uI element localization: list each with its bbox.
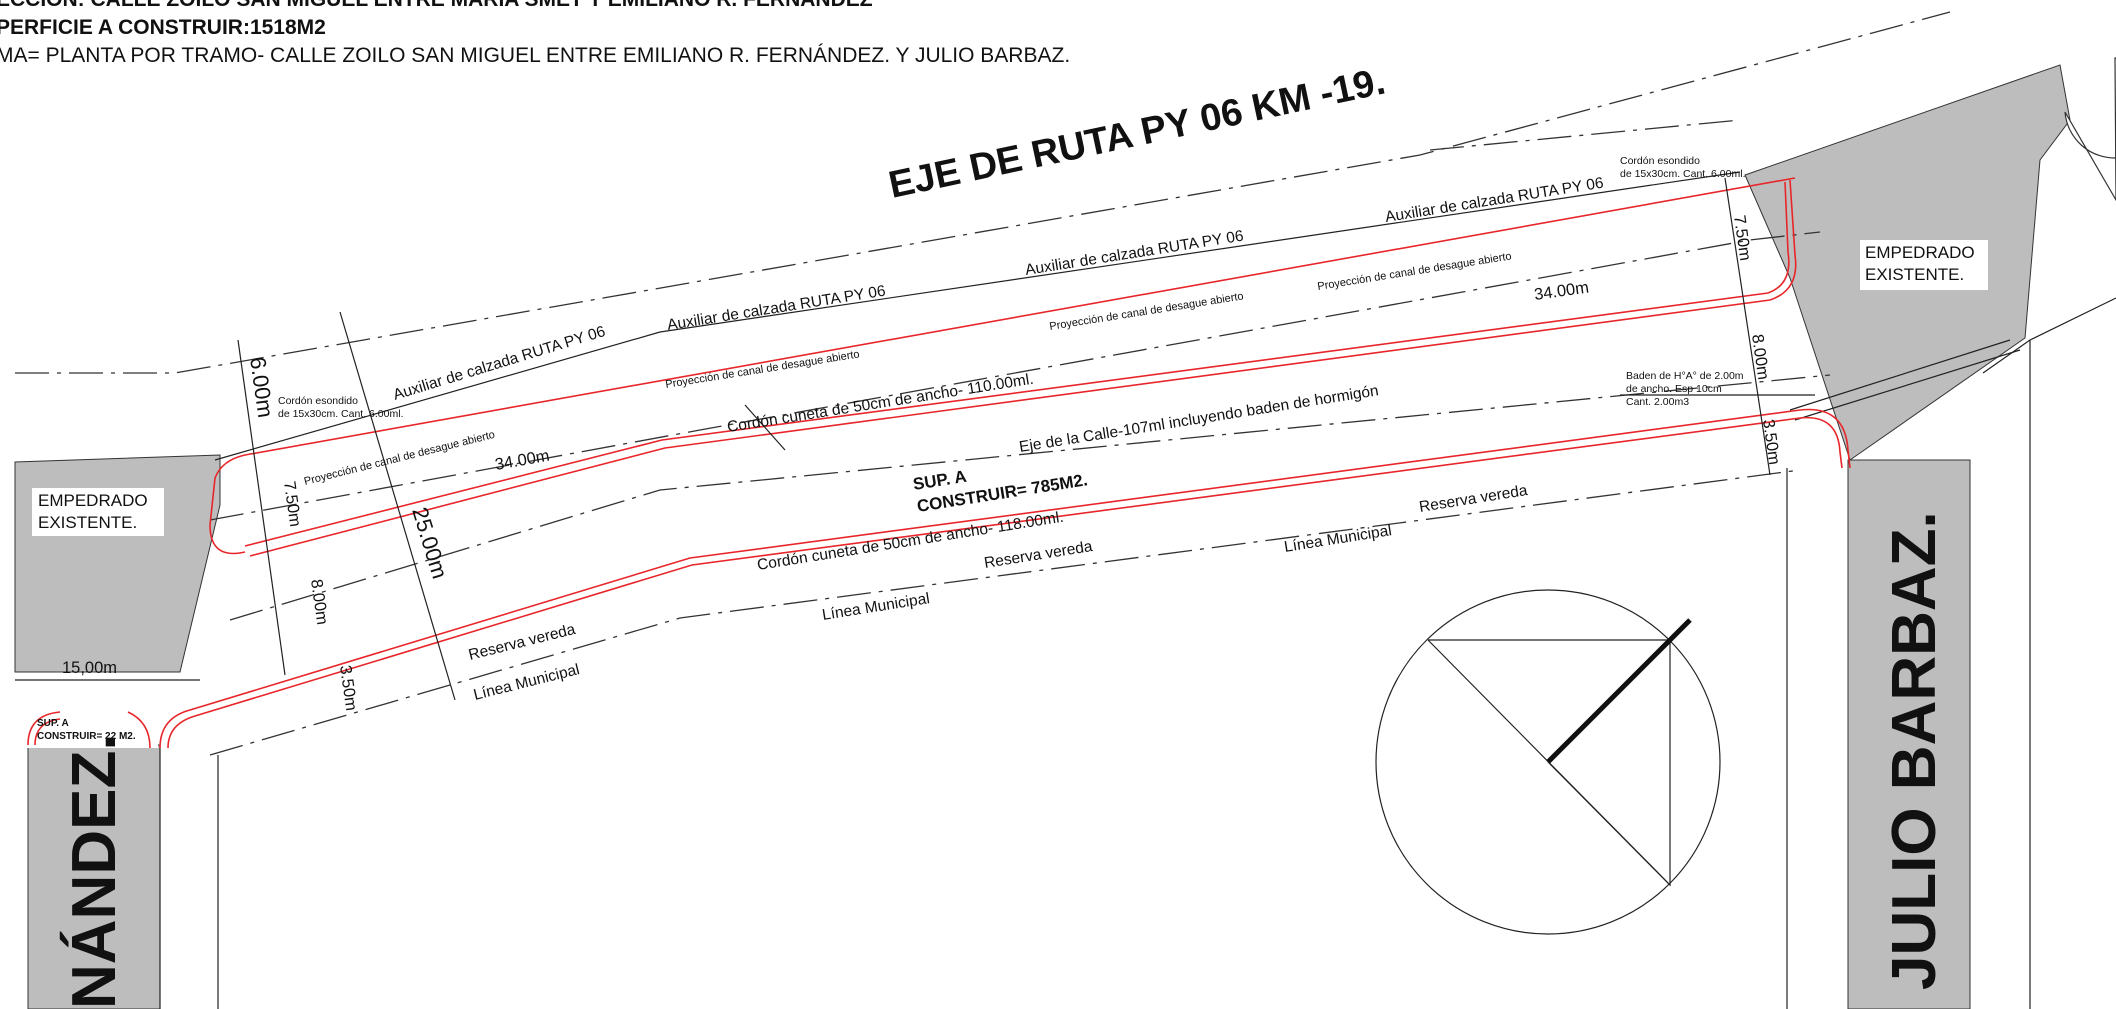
- cordon-left-line2: de 15x30cm. Cant. 6.00ml.: [278, 408, 403, 420]
- street-name-right: JULIO BARBAZ.: [1880, 511, 1949, 990]
- auxiliar-calzada-line: [214, 171, 1741, 461]
- dim-350-left: 3.50m: [336, 664, 360, 712]
- dim-8-right: 8.00m: [1748, 333, 1772, 381]
- sup-small-line1: SUP. A: [37, 718, 69, 729]
- auxiliar-label-1: Auxiliar de calzada RUTA PY 06: [391, 323, 607, 404]
- auxiliar-label-2: Auxiliar de calzada RUTA PY 06: [666, 283, 887, 334]
- cordon-left-line1: Cordón esondido: [278, 395, 358, 407]
- roundabout-arc: [2064, 57, 2116, 202]
- canal-label-2: Proyección de canal de desague abierto: [665, 348, 861, 391]
- north-arrow-diag: [1547, 761, 1671, 886]
- linea-municipal-label-3: Línea Municipal: [1283, 522, 1393, 556]
- cordon-top-line1: Cordón esondido: [1620, 155, 1700, 167]
- route-axis-title: EJE DE RUTA PY 06 KM -19.: [885, 60, 1389, 206]
- empedrado-left-line2: EXISTENTE.: [38, 513, 137, 532]
- empedrado-left-box: [32, 488, 164, 536]
- dim-750-right: 7.50m: [1730, 214, 1754, 262]
- cordon-tick: [744, 404, 786, 451]
- street-name-left: NÁNDEZ.: [60, 733, 129, 1009]
- cordon-cuneta-top-inner: [244, 181, 1790, 547]
- reserva-label-1: Reserva vereda: [467, 621, 578, 664]
- empedrado-left-line1: EMPEDRADO: [38, 491, 148, 510]
- header-line3: MA= PLANTA POR TRAMO- CALLE ZOILO SAN MI…: [0, 44, 1070, 67]
- cordon-small-left: [27, 711, 61, 746]
- dim-line-right: [1724, 177, 1771, 476]
- empedrado-right-line2: EXISTENTE.: [1865, 265, 1964, 284]
- dim-34-right: 34.00m: [1533, 278, 1590, 303]
- paving-right-street: [1847, 459, 1971, 1009]
- canal-label-4: Proyección de canal de desague abierto: [1317, 250, 1513, 293]
- header-line1: ECCIÓN: CALLE ZOILO SAN MIGUEL ENTRE MAR…: [0, 0, 873, 11]
- right-diag-line-4: [1794, 349, 2021, 421]
- north-arrow-pointer: [1546, 618, 1692, 764]
- cordon-cuneta-top-label: Cordón cuneta de 50cm de ancho- 110.00ml…: [726, 371, 1035, 436]
- north-arrow-circle: [1375, 589, 1721, 935]
- route-axis-line: [15, 11, 1951, 374]
- cordon-small-left-2: [34, 718, 61, 746]
- auxiliar-label-3: Auxiliar de calzada RUTA PY 06: [1024, 228, 1245, 279]
- reserva-label-2: Reserva vereda: [983, 538, 1094, 572]
- linea-municipal-line: [209, 469, 1801, 756]
- cordon-cuneta-top-lower: [249, 179, 1797, 557]
- dim-8-left: 8.00m: [307, 578, 331, 626]
- canal-label-3: Proyección de canal de desague abierto: [1049, 290, 1245, 333]
- dim-15: 15,00m: [62, 659, 117, 677]
- dim-25: 25.00m: [407, 504, 452, 581]
- empedrado-right-box: [1860, 240, 1988, 290]
- canal-label-1: Proyección de canal de desague abierto: [303, 429, 496, 488]
- sup-small-line2: CONSTRUIR= 22 M2.: [37, 731, 136, 742]
- cordon-cuneta-bottom-edge: [159, 408, 1851, 749]
- eje-calle-line: [229, 374, 1831, 621]
- reserva-label-3: Reserva vereda: [1418, 482, 1529, 516]
- cordon-small-right: [127, 711, 151, 749]
- cordon-cuneta-bottom-inner: [167, 416, 1843, 749]
- dim-line-25: [339, 311, 456, 701]
- paving-left-top: [14, 454, 221, 673]
- baden-line1: Baden de H°A° de 2.00m: [1626, 370, 1744, 382]
- linea-municipal-label-2: Línea Municipal: [821, 590, 931, 624]
- cordon-top-line2: de 15x30cm. Cant. 6.00ml.: [1620, 168, 1745, 180]
- empedrado-right-line1: EMPEDRADO: [1865, 243, 1975, 262]
- dim-line-left: [237, 339, 286, 676]
- canal-line-top: [209, 231, 1821, 521]
- baden-line2: de ancho. Esp 10cm: [1626, 383, 1722, 395]
- cordon-cuneta-top-edge: [209, 177, 1796, 555]
- linea-municipal-label-1: Línea Municipal: [472, 661, 581, 704]
- header-line2: PERFICIE A CONSTRUIR:1518M2: [0, 16, 326, 39]
- dim-350-right: 3.50m: [1759, 418, 1783, 466]
- dim-6-left: 6.00m: [245, 355, 278, 419]
- dim-750-left: 7.50m: [280, 480, 304, 528]
- baden-line3: Cant. 2.00m3: [1626, 396, 1689, 408]
- right-diag-line-3: [1789, 339, 2011, 411]
- route-axis-line-2: [1429, 119, 1741, 151]
